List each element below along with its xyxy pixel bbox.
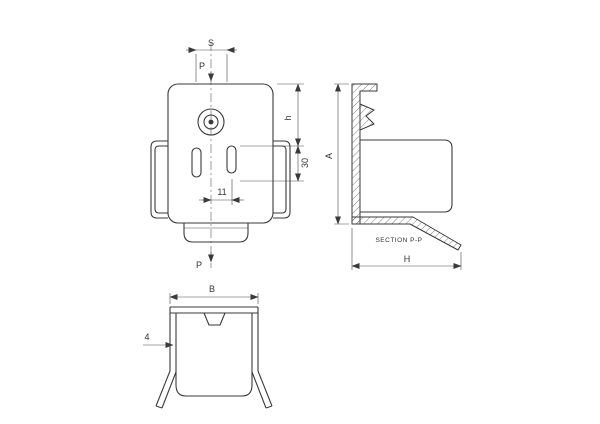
bottom-left-leg xyxy=(155,370,177,409)
bottom-inner-channel xyxy=(175,313,253,397)
dim-label-4: 4 xyxy=(144,332,149,342)
front-left-slot xyxy=(191,147,202,178)
dim-h30-extension-lines xyxy=(240,83,304,182)
dim-a-extension-lines xyxy=(334,83,349,225)
front-boss-outer-circle xyxy=(197,108,225,136)
bottom-right-leg xyxy=(251,370,273,409)
front-boss-middle-circle xyxy=(203,114,219,130)
front-body-outline xyxy=(167,83,274,224)
front-boss-center-hole xyxy=(208,119,214,125)
dim-s-extension-lines xyxy=(195,54,228,82)
bottom-center-notch xyxy=(203,312,226,326)
front-bottom-tab xyxy=(183,223,249,243)
section-caption: SECTION P-P xyxy=(375,237,422,244)
front-side-flanges xyxy=(150,140,291,219)
section-housing-outline xyxy=(360,139,453,213)
dim-label-b: B xyxy=(209,284,215,294)
front-view: S P P h 30 11 xyxy=(150,38,310,270)
dim-label-hw: H xyxy=(404,254,411,264)
bottom-outer-profile xyxy=(169,306,259,371)
front-right-slot xyxy=(226,145,237,174)
dim-label-30: 30 xyxy=(300,158,310,168)
cut-label-p-bottom: P xyxy=(196,260,202,270)
cut-label-p-top: P xyxy=(199,61,205,71)
dim-label-11: 11 xyxy=(217,187,226,197)
section-base-and-leg xyxy=(351,216,462,251)
dim-b-extension-lines xyxy=(169,293,259,304)
bottom-view: B 4 xyxy=(143,284,273,409)
section-view: A SECTION P-P H xyxy=(324,83,462,270)
section-wall-profile xyxy=(351,83,378,225)
dim-label-a: A xyxy=(324,153,334,159)
section-spring-barb xyxy=(359,103,375,131)
dim-label-h: h xyxy=(283,115,293,120)
dim-label-s: S xyxy=(208,38,214,48)
